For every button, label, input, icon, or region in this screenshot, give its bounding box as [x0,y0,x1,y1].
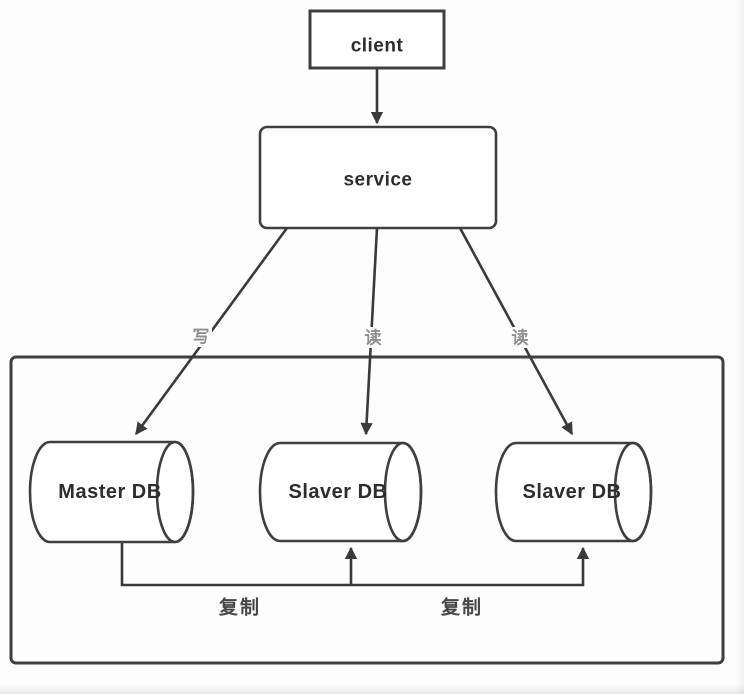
db-cluster-container [9,355,725,665]
service-box [258,125,498,230]
client-node: client [308,9,446,70]
service-node: service [258,125,498,230]
slave-db1-label: Slaver DB [289,481,388,503]
read1-label-halo [362,327,384,348]
client-label: client [351,36,404,57]
edge-read1-label-group: 读 [362,327,384,348]
page-edge-shade-bottom [0,685,744,694]
master-db-cylinder-cap [155,440,195,544]
edge-write-label-group: 写 [190,326,212,347]
slave-db2-label: Slaver DB [523,481,622,503]
slave-db1-node: Slaver DB [258,441,423,543]
slave-db2-node: Slaver DB [494,441,653,543]
edge-read2-label-group: 读 [509,327,531,348]
slave-db1-cylinder-cap [383,441,423,543]
read1-label: 读 [365,328,382,348]
slave-db2-cylinder-cap [613,441,653,543]
replicate2-label: 复制 [440,596,483,619]
master-db-node: Master DB [28,440,195,544]
write-label-halo [190,326,212,347]
write-label: 写 [193,328,210,347]
service-label: service [343,170,412,191]
master-db-label: Master DB [58,481,161,503]
page-edge-shade-right [736,0,744,694]
read2-label-halo [509,327,531,348]
edge-replicate-to-slave2 [120,542,590,587]
replicate1-label: 复制 [218,596,261,619]
client-box [308,9,446,70]
read2-label: 读 [512,328,529,348]
